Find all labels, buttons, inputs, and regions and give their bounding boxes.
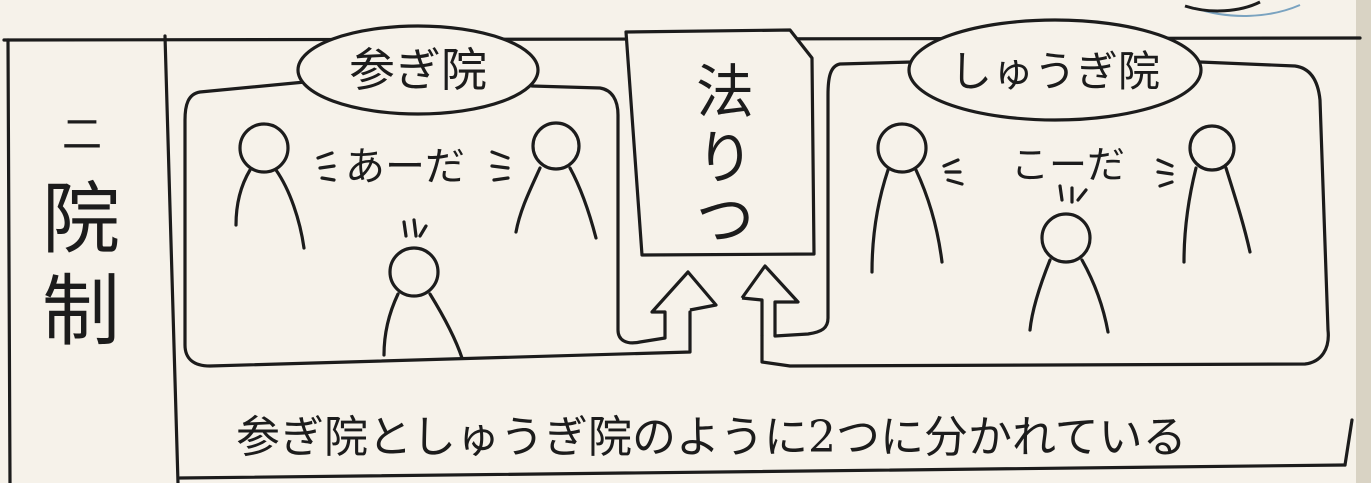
right-house-box	[760, 60, 1330, 368]
person-icon	[1028, 212, 1110, 334]
stray-mark	[1184, 0, 1261, 13]
left-arrow	[650, 270, 718, 314]
side-label-char-1: 院	[42, 175, 120, 265]
speech-lines	[316, 151, 336, 182]
right-arrow	[740, 264, 800, 336]
left-house-members	[234, 121, 598, 360]
speech-lines	[402, 218, 428, 238]
person-icon	[1182, 124, 1252, 264]
person-icon	[234, 122, 306, 250]
right-house-title-bubble	[907, 18, 1203, 122]
speech-lines	[1058, 184, 1088, 204]
side-label: 二 院 制	[42, 112, 120, 357]
side-label-char-2: 制	[42, 267, 120, 357]
left-house-title: 参ぎ院	[349, 43, 487, 97]
paper-edge	[1356, 0, 1371, 483]
right-house-members	[870, 122, 1252, 334]
law-char-2: り	[696, 124, 754, 192]
caption: 参ぎ院としゅうぎ院のように2つに分かれている	[236, 412, 1187, 463]
law-char-1: 法	[696, 58, 754, 126]
person-icon	[514, 121, 598, 240]
person-icon	[382, 246, 464, 360]
law-document	[624, 28, 816, 257]
side-label-number: 二	[62, 112, 102, 158]
right-house-speech: こーだ	[1011, 143, 1125, 187]
speech-lines	[1156, 158, 1174, 188]
law-label: 法 り つ	[696, 58, 754, 254]
left-house-speech: あーだ	[345, 144, 465, 190]
person-icon	[870, 122, 944, 274]
speech-lines	[942, 158, 964, 186]
speech-lines	[490, 150, 510, 182]
left-house-title-bubble	[296, 24, 540, 116]
left-house-box	[183, 80, 692, 368]
law-char-3: つ	[696, 186, 754, 254]
right-house-title: しゅうぎ院	[950, 47, 1160, 96]
